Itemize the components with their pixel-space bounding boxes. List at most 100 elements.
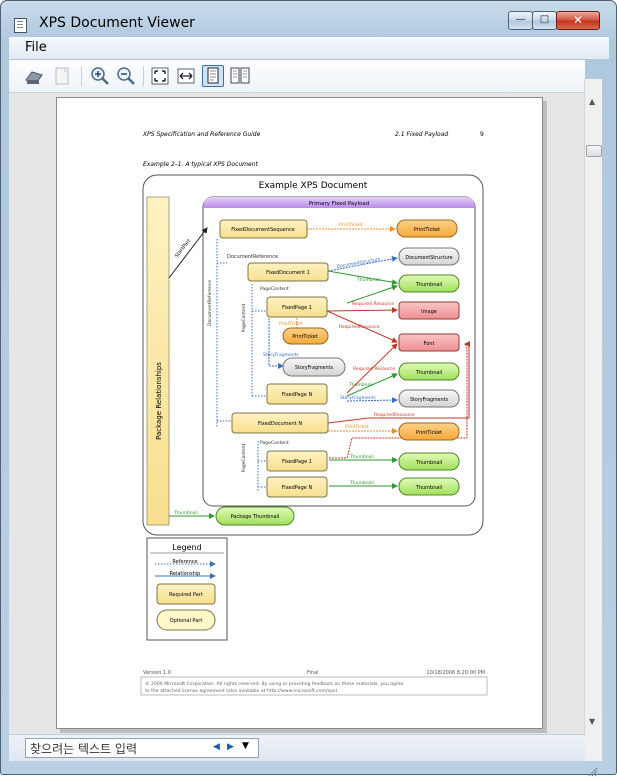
node-thumbnail-1-label: Thumbnail	[415, 282, 442, 288]
edge-label-package-thumbnail: Thumbnail	[173, 510, 198, 516]
node-documentstructure-label: DocumentStructure	[405, 255, 452, 261]
maximize-button[interactable]: □	[532, 11, 557, 30]
node-thumbnail-2-label: Thumbnail	[415, 370, 442, 376]
find-placeholder: 찾으려는 텍스트 입력	[30, 742, 137, 756]
legend-reference-label: Reference	[172, 559, 197, 565]
find-bar: 찾으려는 텍스트 입력 ◀ ▶ ▼	[9, 734, 585, 761]
footer-date: 10/18/2006 8:20:00 PM	[426, 670, 485, 676]
zoom-in-icon[interactable]	[89, 65, 111, 87]
edge-label-storyfragments-2: StoryFragments	[340, 395, 376, 401]
edge-label-requiredresource-2: RequiredResource	[374, 412, 415, 418]
node-fixedpage-nb-label: FixedPage N	[282, 485, 313, 491]
edge-font-1	[326, 310, 398, 343]
node-font	[398, 333, 460, 352]
find-input[interactable]: 찾으려는 텍스트 입력 ◀ ▶ ▼	[25, 738, 259, 758]
docref-vertical-label: DocumentReference	[207, 280, 213, 326]
node-fixedpage-1-label: FixedPage 1	[282, 305, 312, 311]
node-fixeddocument-1	[247, 262, 329, 282]
xps-document-icon	[14, 18, 27, 33]
document-viewport: XPS Specification and Reference Guide 2.…	[9, 93, 584, 734]
scroll-up-icon[interactable]: ▲	[589, 97, 596, 106]
edge-storyfragments-2	[346, 397, 398, 404]
node-fixeddocument-n-label: FixedDocument N	[258, 421, 302, 427]
find-options-dropdown-icon[interactable]: ▼	[242, 741, 249, 751]
minimize-button[interactable]: —	[508, 11, 533, 30]
node-package-thumbnail	[215, 506, 295, 526]
pagecontent-lines-1	[251, 284, 267, 397]
node-fixeddocumentsequence	[219, 219, 308, 239]
edge-label-printticket-mid: PrintTicket	[279, 321, 303, 327]
node-printticket-low-label: PrintTicket	[416, 430, 442, 436]
edge-label-printticket-low: PrintTicket	[345, 424, 369, 430]
node-thumbnail-4	[398, 477, 460, 496]
figure-caption: Example 2–1. A typical XPS Document	[143, 161, 259, 168]
node-printticket-mid	[282, 327, 329, 345]
edge-documentstructure	[327, 255, 398, 272]
scroll-thumb[interactable]	[586, 145, 602, 157]
close-button[interactable]: ✕	[556, 11, 600, 30]
zoom-out-icon[interactable]	[115, 65, 137, 87]
node-image-label: Image	[421, 309, 437, 315]
node-fixedpage-1	[266, 296, 328, 318]
legend-optional-box	[156, 609, 216, 631]
vertical-scrollbar[interactable]: ▲ ▼	[584, 79, 602, 761]
whole-page-icon[interactable]	[202, 65, 224, 87]
pagecontent-vertical-label-1: PageContent	[241, 303, 247, 332]
toolbar	[9, 60, 585, 93]
docref-label: DocumentReference	[227, 254, 278, 260]
resize-grip-icon[interactable]	[588, 762, 598, 777]
page-content: XPS Specification and Reference Guide 2.…	[140, 131, 488, 696]
node-storyfragments-2	[398, 389, 460, 408]
header-right: 2.1 Fixed Payload	[395, 131, 448, 138]
edge-label-printticket-top: PrintTicket	[339, 222, 363, 228]
edge-thumbnail-1	[327, 270, 398, 286]
node-fixedpage-n-label: FixedPage N	[282, 392, 313, 398]
footer-legal-box	[140, 676, 488, 696]
menu-file[interactable]: File	[25, 40, 47, 55]
package-relationships-box	[146, 196, 170, 526]
find-previous-icon[interactable]: ◀	[213, 742, 220, 752]
node-printticket-top-label: PrintTicket	[414, 227, 440, 233]
print-icon[interactable]	[23, 65, 45, 87]
copy-icon[interactable]	[51, 65, 73, 87]
node-package-thumbnail-label: Package Thumbnail	[231, 514, 280, 520]
node-fixedpage-n	[266, 383, 328, 405]
edge-label-thumbnail-3: Thumbnail	[349, 454, 374, 460]
node-storyfragments-1	[282, 357, 346, 377]
edge-font-2	[346, 343, 398, 394]
edge-label-requiredresource-1: RequiredResource	[339, 324, 380, 330]
legend-optional-label: Optional Part	[170, 618, 203, 624]
legend-relationship-label: Relationship	[170, 571, 201, 577]
footer-status: Final	[307, 670, 319, 676]
menu-bar: File	[9, 37, 609, 60]
footer-legal-1: © 2006 Microsoft Corporation. All rights…	[145, 680, 404, 687]
edge-label-storyfragments-1: StoryFragments	[263, 352, 299, 358]
title-bar: XPS Document Viewer — □ ✕	[1, 1, 616, 37]
pagecontent-label-2: PageContent	[260, 440, 289, 446]
two-pages-icon[interactable]	[229, 65, 251, 87]
pagecontent-lines-2	[257, 441, 267, 491]
node-printticket-low	[398, 422, 460, 441]
node-storyfragments-2-label: StoryFragments	[410, 397, 449, 403]
node-printticket-mid-label: PrintTicket	[292, 334, 317, 340]
node-fixedpage-1b-label: FixedPage 1	[282, 459, 312, 465]
header-left: XPS Specification and Reference Guide	[142, 131, 261, 138]
toolbar-separator	[81, 66, 82, 86]
node-printticket-top	[396, 219, 458, 238]
legend-required-label: Required Part	[169, 592, 203, 598]
package-relationships-label: Package Relationships	[155, 362, 163, 440]
edge-thumbnail-2	[346, 373, 398, 397]
document-page: XPS Specification and Reference Guide 2.…	[56, 97, 543, 729]
actual-size-icon[interactable]	[149, 65, 171, 87]
fit-width-icon[interactable]	[175, 65, 197, 87]
page-number: 9	[480, 131, 484, 138]
edge-thumbnail-fp1	[346, 284, 398, 304]
edge-label-thumbnail-2: Thumbnail	[348, 382, 373, 388]
legend-title: Legend	[172, 543, 201, 552]
scroll-down-icon[interactable]: ▼	[589, 717, 596, 726]
node-fixedpage-1b	[266, 450, 328, 472]
legend-required-box	[156, 583, 216, 605]
find-next-icon[interactable]: ▶	[227, 742, 234, 752]
window-title: XPS Document Viewer	[39, 15, 195, 31]
node-font-label: Font	[424, 341, 435, 347]
